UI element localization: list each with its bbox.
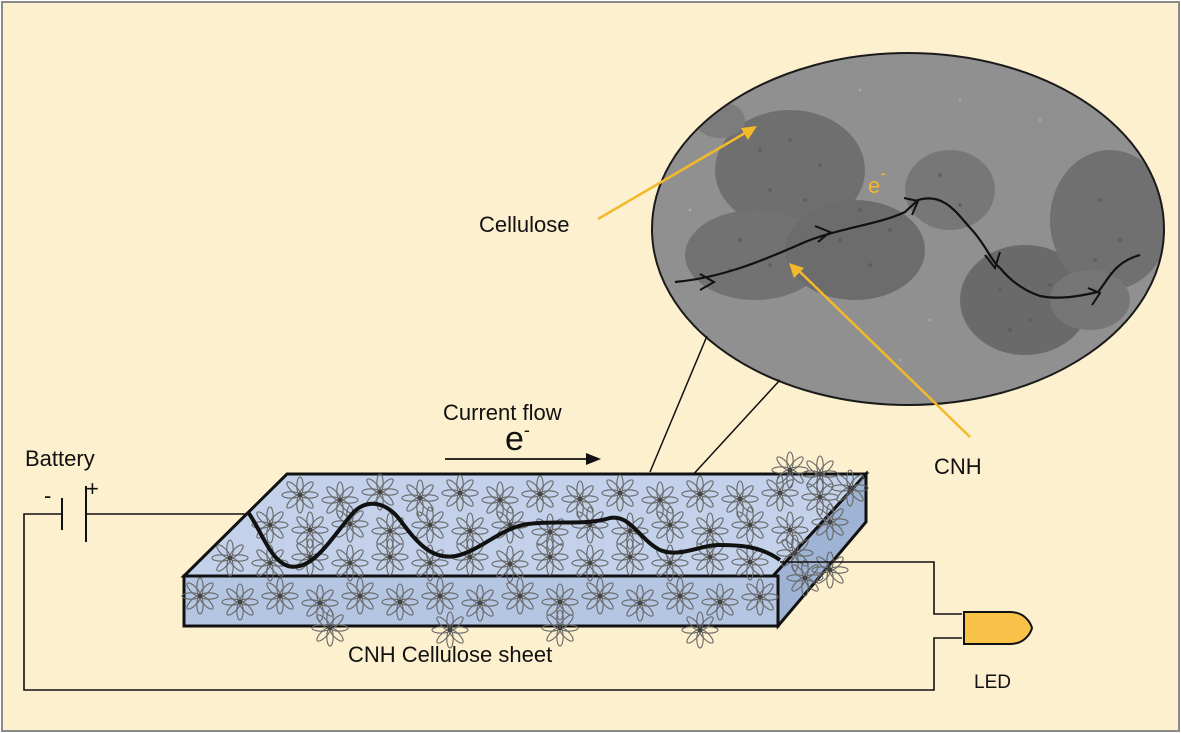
sheet-electron-path <box>246 501 782 569</box>
micro-electron-path <box>674 197 1141 299</box>
cnh-cellulose-sheet <box>180 451 870 649</box>
micro-flow-arrowheads <box>699 197 1102 306</box>
battery-label: Battery <box>25 446 95 471</box>
zoom-line-left <box>649 335 708 473</box>
sheet-label: CNH Cellulose sheet <box>348 642 552 667</box>
battery-plus-sign: + <box>86 476 99 501</box>
micrograph-outline <box>651 52 1165 406</box>
circuit-wires <box>23 513 962 691</box>
electron-label: e- <box>505 420 530 458</box>
micrograph-inset: e- <box>651 52 1165 406</box>
cnh-pointer-head <box>789 263 804 278</box>
cnh-pointer <box>795 267 971 438</box>
led-label: LED <box>974 672 1011 693</box>
current-flow-label: Current flow <box>443 400 562 425</box>
led-component <box>963 611 1034 645</box>
current-flow-arrowhead <box>586 453 601 465</box>
cellulose-label: Cellulose <box>479 212 570 237</box>
battery-minus-sign: - <box>44 483 51 508</box>
micro-electron-label: e- <box>868 164 886 198</box>
cellulose-pointer-head <box>741 126 757 140</box>
cnh-label: CNH <box>934 454 982 479</box>
cellulose-pointer <box>597 127 753 221</box>
battery-symbol <box>61 486 87 542</box>
micrograph-texture <box>652 53 1164 405</box>
zoom-line-right <box>689 379 781 479</box>
